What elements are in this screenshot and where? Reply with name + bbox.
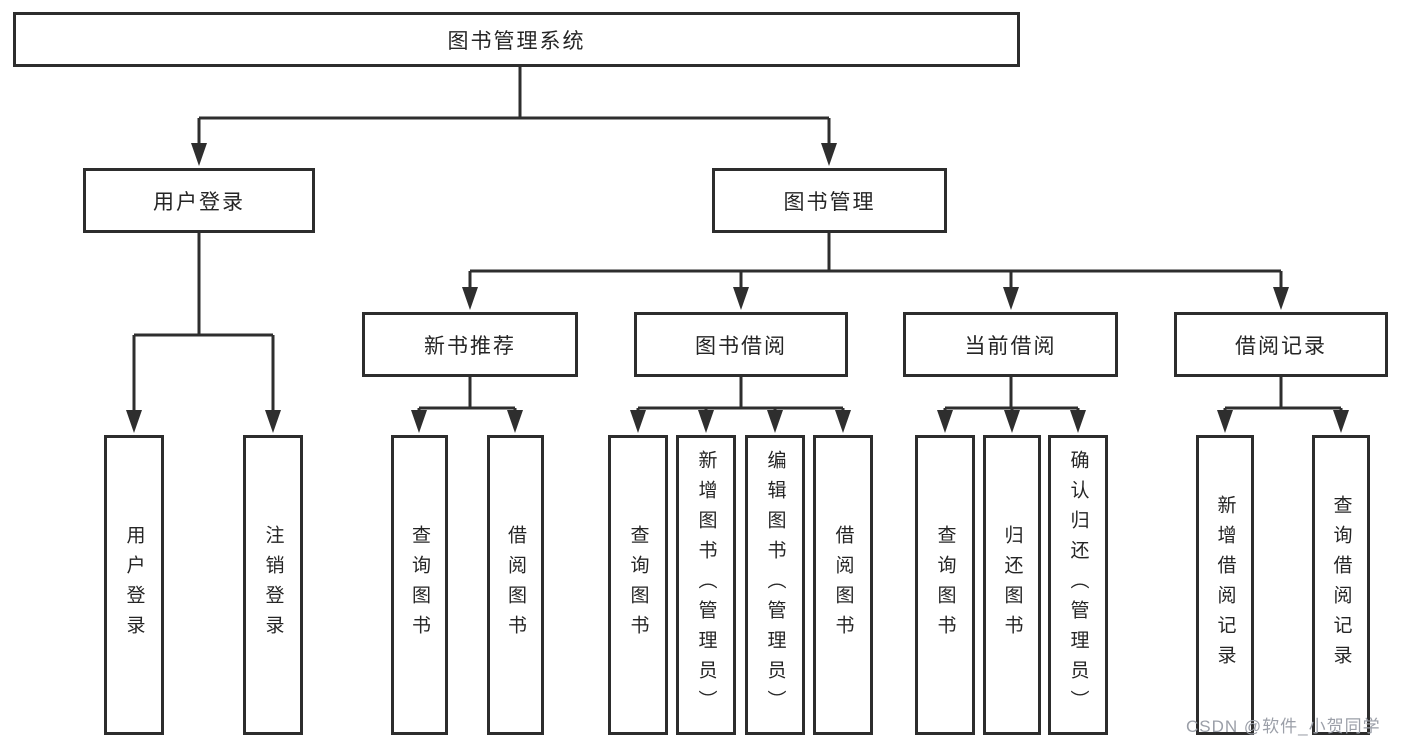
node-label: 当前借阅 <box>964 334 1057 358</box>
leaf-label: 查询图书 <box>627 525 649 645</box>
node-library-management-system: 图书管理系统 <box>13 12 1020 67</box>
leaf-logout: 注销登录 <box>243 435 303 735</box>
leaf-return-books: 归还图书 <box>983 435 1041 735</box>
leaf-label: 查询图书 <box>934 525 956 645</box>
leaf-add-borrow-record: 新增借阅记录 <box>1196 435 1254 735</box>
leaf-label: 借阅图书 <box>832 525 854 645</box>
leaf-label: 新增借阅记录 <box>1214 495 1236 675</box>
leaf-user-login: 用户登录 <box>104 435 164 735</box>
node-label: 图书借阅 <box>695 334 787 358</box>
node-label: 新书推荐 <box>424 334 516 358</box>
node-label: 用户登录 <box>153 190 245 214</box>
node-current-borrowing: 当前借阅 <box>903 312 1118 377</box>
leaf-label: 归还图书 <box>1001 525 1023 645</box>
node-borrowing-records: 借阅记录 <box>1174 312 1388 377</box>
leaf-label: 确认归还（管理员） <box>1067 450 1089 720</box>
leaf-label: 新增图书（管理员） <box>695 450 717 720</box>
node-new-book-recommendation: 新书推荐 <box>362 312 578 377</box>
node-label: 图书管理系统 <box>447 29 586 53</box>
node-user-login: 用户登录 <box>83 168 315 233</box>
leaf-query-books-current: 查询图书 <box>915 435 975 735</box>
leaf-label: 用户登录 <box>123 525 145 645</box>
node-book-management: 图书管理 <box>712 168 947 233</box>
arrowheads <box>126 143 1349 433</box>
node-label: 图书管理 <box>783 190 876 214</box>
leaf-label: 注销登录 <box>262 525 284 645</box>
leaf-query-borrow-record: 查询借阅记录 <box>1312 435 1370 735</box>
leaf-borrow-books: 借阅图书 <box>813 435 873 735</box>
node-book-borrowing: 图书借阅 <box>634 312 848 377</box>
watermark: CSDN @软件_小贺同学 <box>1186 717 1381 736</box>
leaf-label: 查询图书 <box>409 525 430 645</box>
leaf-query-books-recommend: 查询图书 <box>391 435 448 735</box>
leaf-query-books-borrowing: 查询图书 <box>608 435 668 735</box>
leaf-borrow-books-recommend: 借阅图书 <box>487 435 544 735</box>
leaf-add-book-admin: 新增图书（管理员） <box>676 435 736 735</box>
leaf-edit-book-admin: 编辑图书（管理员） <box>745 435 805 735</box>
leaf-label: 查询借阅记录 <box>1330 495 1352 675</box>
node-label: 借阅记录 <box>1235 334 1327 358</box>
leaf-label: 借阅图书 <box>505 525 526 645</box>
leaf-confirm-return-admin: 确认归还（管理员） <box>1048 435 1108 735</box>
leaf-label: 编辑图书（管理员） <box>764 450 786 720</box>
